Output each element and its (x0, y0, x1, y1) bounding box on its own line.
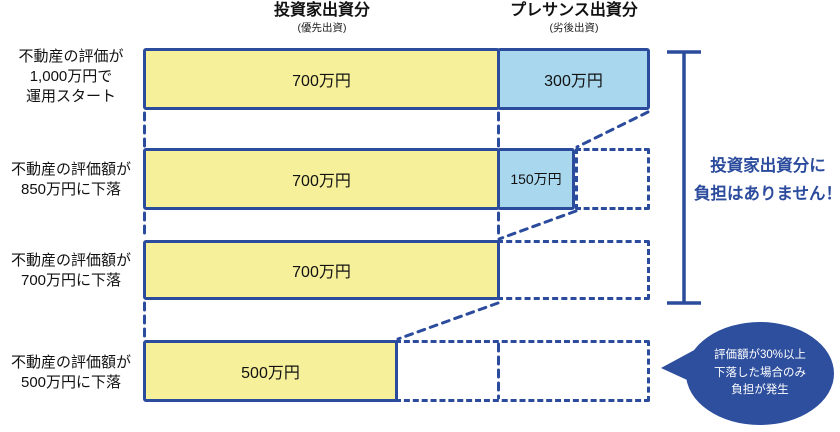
investor-column-title: 投資家出資分 (273, 2, 370, 19)
presance-column-header: プレサンス出資分 (劣後出資) (493, 2, 655, 34)
investor-column-header: 投資家出資分 (優先出資) (243, 2, 401, 34)
row2-investor-amount: 700万円 (292, 173, 351, 190)
row4-investor-bar: 500万円 (143, 340, 398, 402)
burden-condition-bubble: 評価額が30%以上 下落した場合のみ 負担が発生 (686, 322, 834, 425)
presance-column-subtitle: (劣後出資) (549, 22, 599, 35)
row4-investor-amount: 500万円 (241, 365, 300, 382)
row-label-drop-700: 不動産の評価額が 700万円に下落 (10, 252, 131, 289)
burden-condition-text: 評価額が30%以上 下落した場合のみ 負担が発生 (713, 348, 807, 397)
row-label-drop-850: 不動産の評価額が 850万円に下落 (10, 161, 131, 198)
investor-column-subtitle: (優先出資) (297, 22, 347, 35)
row2-presance-amount: 150万円 (510, 171, 562, 187)
row2-lost-presance-box (575, 148, 650, 210)
row1-investor-bar: 700万円 (143, 48, 500, 110)
row2-investor-bar: 700万円 (143, 148, 500, 210)
row1-presance-bar: 300万円 (497, 48, 650, 110)
row-label-drop-500: 不動産の評価額が 500万円に下落 (10, 354, 131, 391)
row-label-start: 不動産の評価が 1,000万円で 運用スタート (18, 48, 124, 105)
row4-lost-box (395, 340, 650, 402)
dashed-diagonal-r1r2 (575, 110, 650, 149)
dashed-diagonal-r2r3 (497, 209, 578, 241)
row3-lost-presance-box (497, 240, 650, 300)
row1-presance-amount: 300万円 (544, 73, 603, 90)
row1-investor-amount: 700万円 (292, 73, 351, 90)
row2-presance-bar: 150万円 (497, 148, 575, 210)
no-burden-note: 投資家出資分に 負担はありません！ (693, 157, 840, 204)
dashed-diagonal-r3r4 (396, 301, 500, 341)
row3-investor-bar: 700万円 (143, 240, 500, 300)
presance-column-title: プレサンス出資分 (510, 2, 638, 19)
row3-investor-amount: 700万円 (292, 264, 351, 281)
